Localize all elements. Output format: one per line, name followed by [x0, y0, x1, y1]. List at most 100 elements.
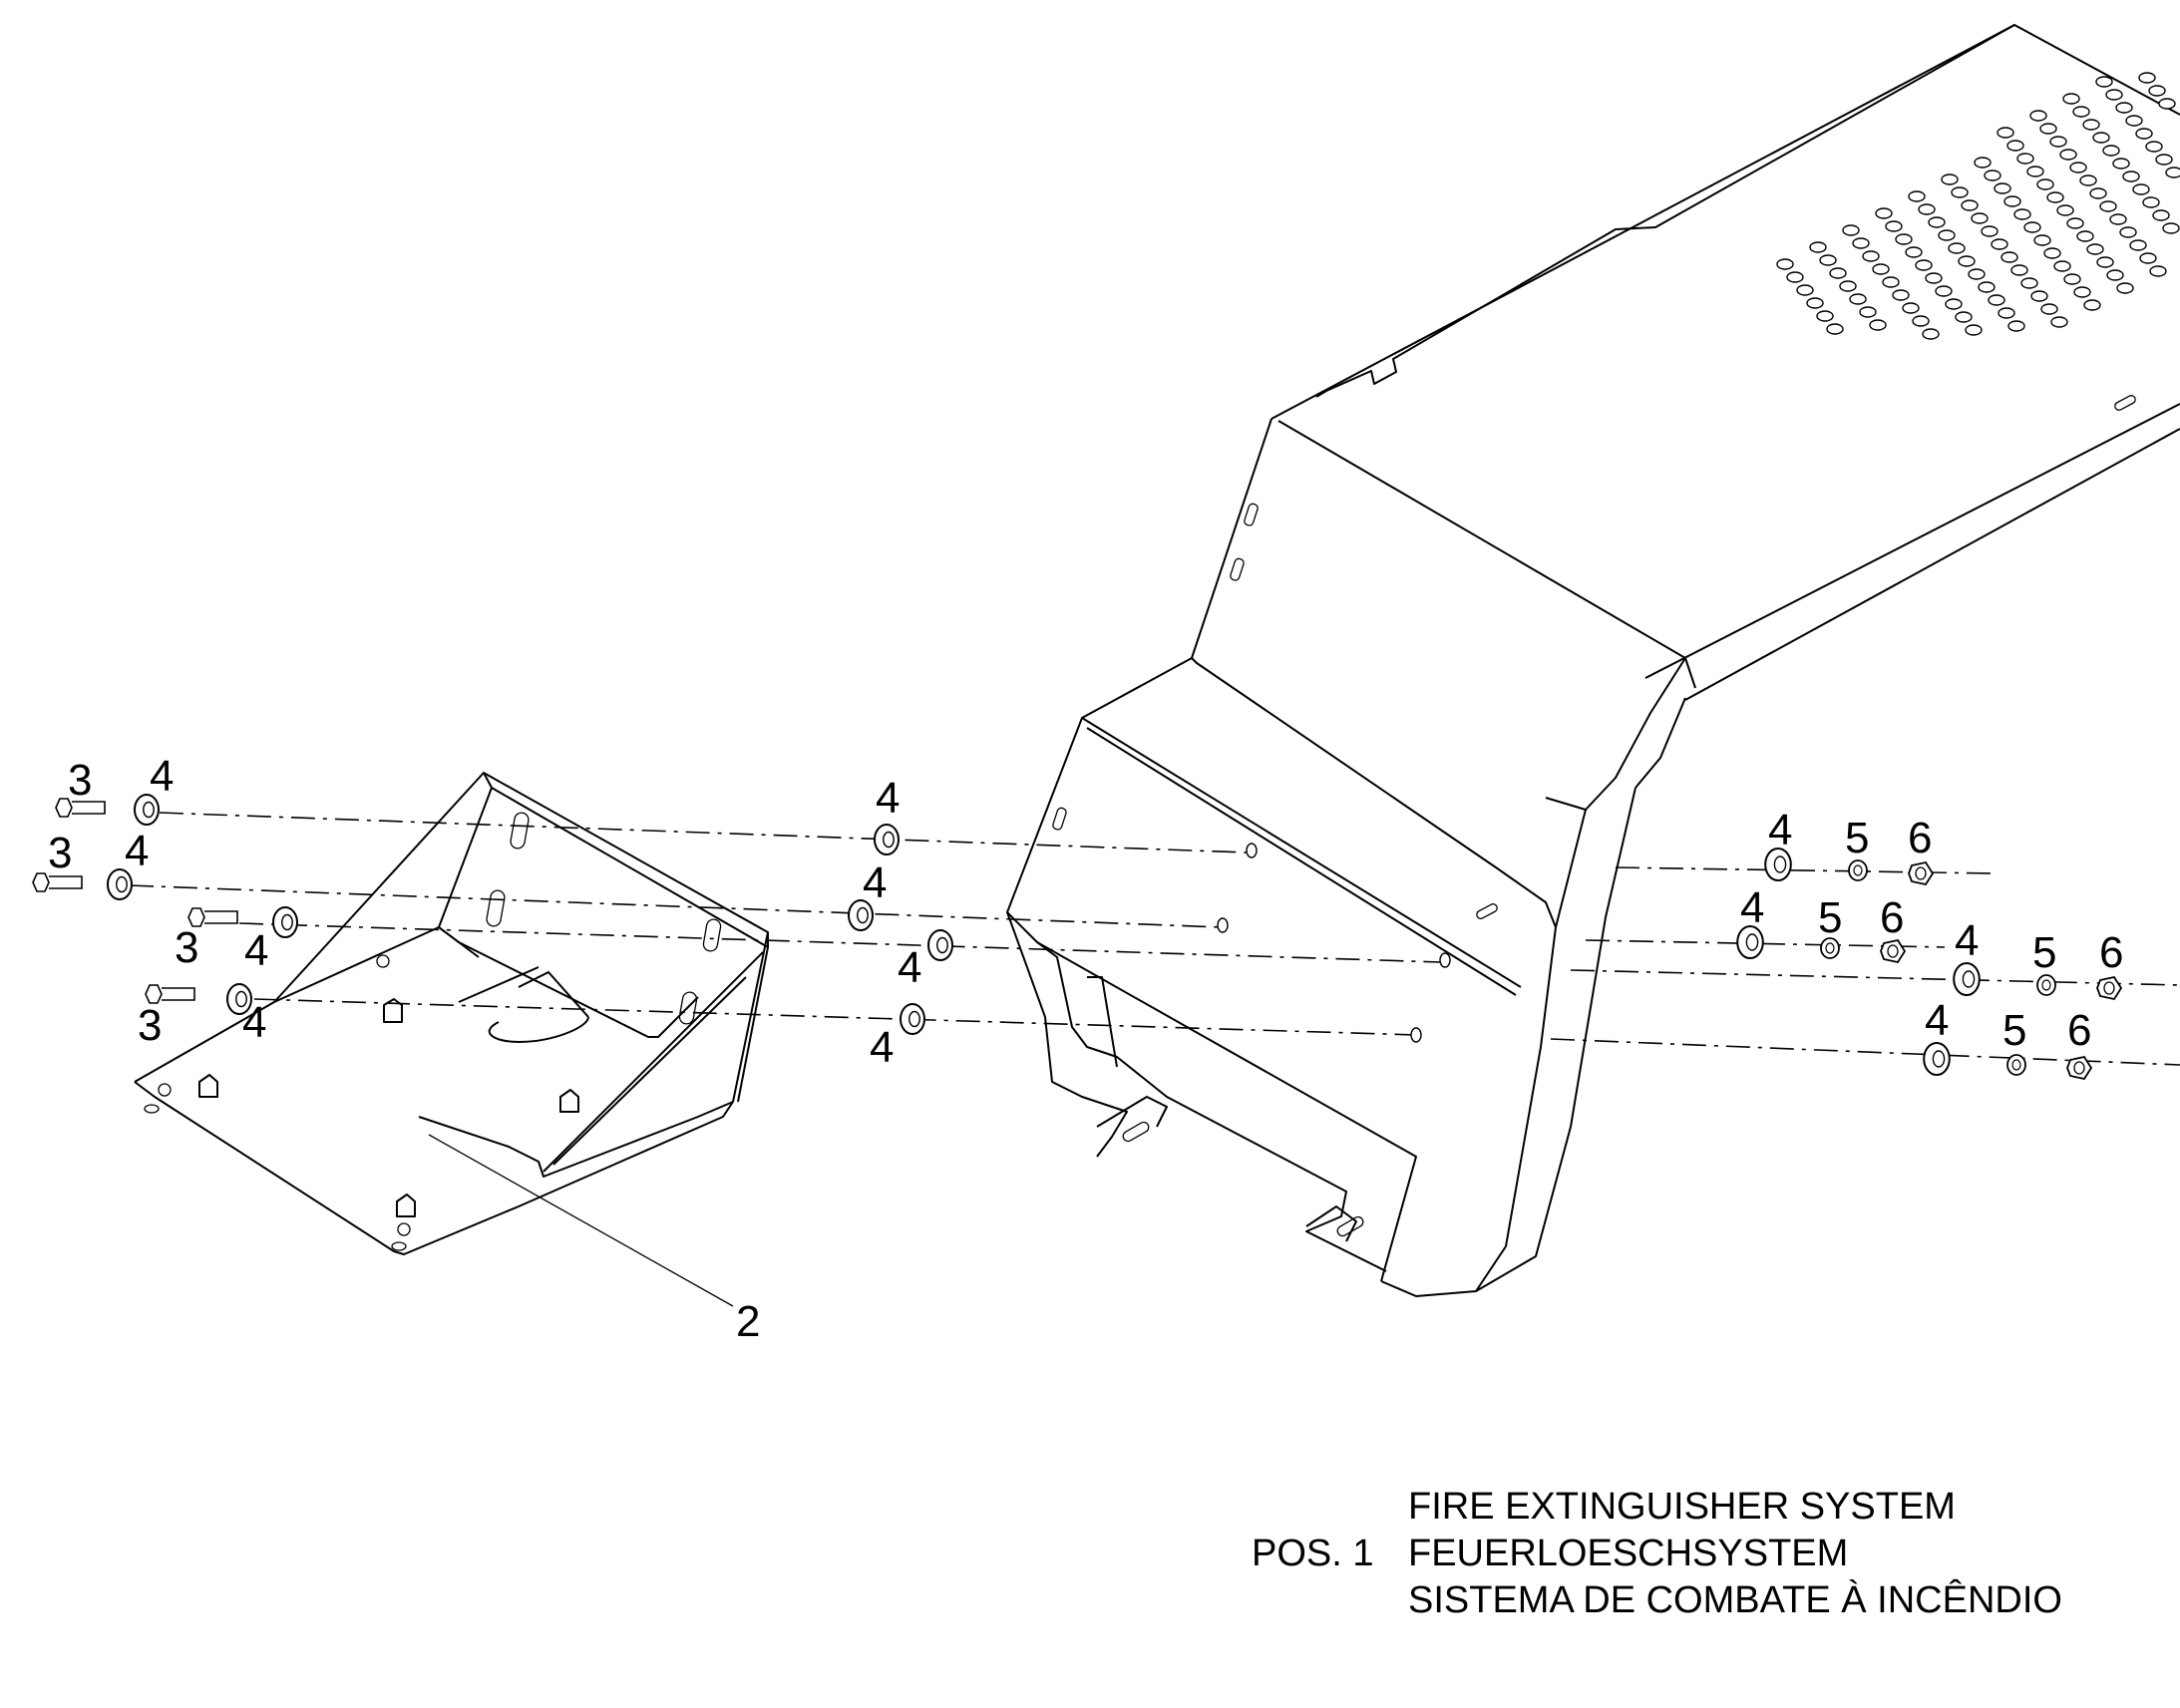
perforation-hole [2036, 178, 2054, 190]
perforation-hole [1826, 323, 1844, 335]
perforation-hole [2135, 128, 2153, 140]
callout-3: 3 [138, 1001, 162, 1050]
callout-4: 4 [244, 926, 268, 975]
perforation-hole [2006, 140, 2024, 152]
perforation-hole [1816, 310, 1834, 322]
perforation-hole [2102, 145, 2120, 157]
perforation-hole [2158, 98, 2176, 110]
perforation-hole [2059, 149, 2077, 161]
perforation-hole [1935, 285, 1953, 297]
flat-washer [927, 929, 953, 961]
perforation-hole [1988, 294, 2005, 306]
caption-position: POS. 1 [1252, 1533, 1374, 1574]
perforation-hole [2132, 183, 2150, 195]
mounting-hole [1217, 917, 1229, 933]
perforation-hole [2043, 247, 2061, 259]
perforation-hole [2050, 316, 2068, 328]
callout-5: 5 [2032, 928, 2056, 977]
perforation-hole [2149, 265, 2167, 277]
perforation-hole [1922, 328, 1940, 340]
hex-nut [2096, 975, 2123, 1001]
callout-4: 4 [863, 858, 887, 907]
flat-washer [1736, 925, 1764, 959]
caption-title-en: FIRE EXTINGUISHER SYSTEM [1408, 1486, 1956, 1528]
vehicle-cover-housing [1006, 24, 2180, 1297]
flat-washer [107, 868, 133, 900]
lock-washer [1820, 937, 1840, 959]
perforation-hole [1968, 268, 1986, 280]
perforation-hole [2062, 93, 2080, 105]
perforation-hole [1895, 233, 1913, 245]
perforation-hole [1829, 267, 1847, 279]
perforation-hole [2046, 191, 2064, 203]
perforation-hole [2092, 132, 2110, 144]
mounting-hole [1246, 843, 1258, 858]
flat-washer [848, 899, 874, 931]
perforation-hole [2066, 217, 2084, 229]
perforation-hole [1991, 238, 2008, 250]
perforation-hole [2082, 119, 2100, 131]
perforation-hole [2000, 251, 2018, 263]
perforation-hole [2063, 273, 2081, 285]
perforation-hole [2020, 277, 2038, 289]
callout-4: 4 [898, 943, 921, 992]
callout-6: 6 [1880, 893, 1904, 942]
perforation-hole [2148, 85, 2166, 97]
perforation-hole [2106, 269, 2124, 281]
callout-labels: 2 3 4 3 4 3 4 3 4 4 4 4 4 4 5 6 4 5 6 4 … [48, 752, 2123, 1346]
perforation-hole [1869, 319, 1887, 331]
callout-4: 4 [1768, 806, 1792, 854]
perforation-hole [2072, 106, 2090, 118]
callout-6: 6 [1908, 814, 1932, 862]
perforation-hole [2096, 256, 2114, 268]
perforation-hole [1849, 293, 1867, 305]
perforation-hole [1892, 289, 1910, 301]
perforation-hole [1859, 306, 1877, 318]
lock-washer [1848, 859, 1868, 881]
perforation-hole [2152, 209, 2170, 221]
mounting-hole [1439, 952, 1451, 968]
perforation-hole [1958, 255, 1976, 267]
hex-nut [1880, 938, 1907, 964]
callout-6: 6 [2099, 928, 2123, 977]
perforation-hole [2105, 89, 2123, 101]
callout-3: 3 [68, 756, 92, 805]
hex-bolt [55, 798, 106, 818]
perforation-hole [1852, 237, 1870, 249]
perforation-hole [2013, 208, 2031, 220]
callout-4: 4 [1955, 916, 1979, 965]
callout-3: 3 [175, 923, 198, 972]
callout-2: 2 [736, 1297, 760, 1346]
perforation-hole [1786, 271, 1804, 283]
perforation-hole [1997, 127, 2014, 139]
perforation-hole [2039, 123, 2057, 135]
perforation-hole [2125, 115, 2143, 127]
perforation-hole [1908, 190, 1926, 202]
perforation-hole [1984, 170, 2001, 181]
flat-washer [272, 906, 298, 938]
callout-5: 5 [2002, 1006, 2026, 1055]
assembly-axis-lines [129, 812, 2180, 1066]
perforation-hole [1981, 225, 1998, 237]
perforation-hole [2142, 196, 2160, 208]
perforation-hole [2053, 260, 2071, 272]
ventilation-perforation-grid [1776, 72, 2180, 340]
callout-4: 4 [1925, 996, 1949, 1045]
perforation-hole [1796, 284, 1814, 296]
perforation-hole [2145, 141, 2163, 153]
perforation-hole [2119, 226, 2137, 238]
perforation-hole [2139, 252, 2157, 264]
perforation-hole [1918, 203, 1936, 215]
flat-washer [900, 1003, 925, 1035]
lock-washer [2036, 974, 2056, 996]
perforation-hole [1905, 246, 1923, 258]
flat-washer [134, 794, 160, 826]
perforation-hole [2095, 76, 2113, 88]
mounting-hole [1410, 1027, 1422, 1043]
perforation-hole [2056, 204, 2074, 216]
perforation-hole [1872, 263, 1890, 275]
perforation-hole [1941, 173, 1959, 185]
perforation-hole [2076, 230, 2094, 242]
perforation-hole [1819, 254, 1837, 266]
